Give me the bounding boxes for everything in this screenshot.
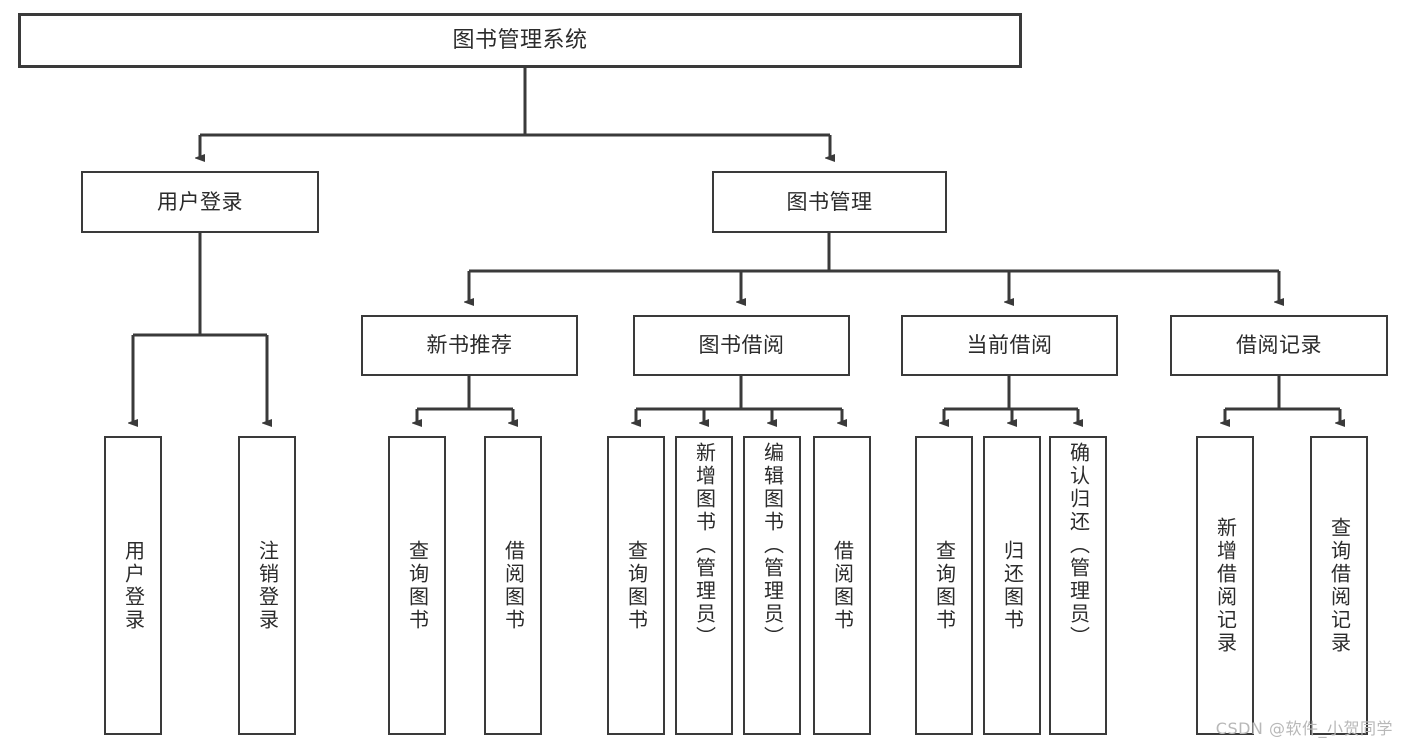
node-label: 借阅图书 bbox=[830, 539, 855, 632]
node-label: 图书管理系统 bbox=[452, 27, 588, 53]
node-user-login[interactable]: 用户登录 bbox=[81, 171, 319, 233]
node-label: 注销登录 bbox=[255, 539, 280, 632]
node-label: 用户登录 bbox=[121, 539, 146, 632]
node-label: 新增借阅记录 bbox=[1213, 516, 1238, 655]
node-label: 确认归还（管理员） bbox=[1066, 442, 1091, 649]
leaf-query-book-current[interactable]: 查询图书 bbox=[915, 436, 973, 735]
node-book-management[interactable]: 图书管理 bbox=[712, 171, 947, 233]
leaf-confirm-return-admin[interactable]: 确认归还（管理员） bbox=[1049, 436, 1107, 735]
node-label: 查询图书 bbox=[405, 539, 430, 632]
leaf-return-book[interactable]: 归还图书 bbox=[983, 436, 1041, 735]
node-label: 查询借阅记录 bbox=[1327, 516, 1352, 655]
node-label: 借阅记录 bbox=[1236, 333, 1322, 358]
node-label: 图书借阅 bbox=[698, 333, 785, 358]
node-label: 新增图书（管理员） bbox=[692, 442, 717, 649]
leaf-query-book-borrowing[interactable]: 查询图书 bbox=[607, 436, 665, 735]
node-label: 编辑图书（管理员） bbox=[760, 442, 785, 649]
node-label: 借阅图书 bbox=[501, 539, 526, 632]
node-label: 当前借阅 bbox=[966, 333, 1053, 358]
leaf-borrow-book-recommendation[interactable]: 借阅图书 bbox=[484, 436, 542, 735]
node-borrowing-record[interactable]: 借阅记录 bbox=[1170, 315, 1388, 376]
node-label: 归还图书 bbox=[1000, 539, 1025, 632]
leaf-edit-book-admin[interactable]: 编辑图书（管理员） bbox=[743, 436, 801, 735]
leaf-borrow-book[interactable]: 借阅图书 bbox=[813, 436, 871, 735]
leaf-add-borrow-record[interactable]: 新增借阅记录 bbox=[1196, 436, 1254, 735]
node-label: 查询图书 bbox=[932, 539, 957, 632]
node-label: 图书管理 bbox=[786, 189, 873, 214]
leaf-query-borrow-record[interactable]: 查询借阅记录 bbox=[1310, 436, 1368, 735]
node-book-borrowing[interactable]: 图书借阅 bbox=[633, 315, 850, 376]
leaf-user-login[interactable]: 用户登录 bbox=[104, 436, 162, 735]
node-label: 用户登录 bbox=[157, 189, 243, 214]
leaf-add-book-admin[interactable]: 新增图书（管理员） bbox=[675, 436, 733, 735]
node-new-book-recommendation[interactable]: 新书推荐 bbox=[361, 315, 578, 376]
node-root-system[interactable]: 图书管理系统 bbox=[18, 13, 1022, 68]
leaf-logout[interactable]: 注销登录 bbox=[238, 436, 296, 735]
node-label: 新书推荐 bbox=[426, 333, 513, 358]
csdn-watermark: CSDN @软件_小贺同学 bbox=[1215, 719, 1393, 738]
node-current-borrowing[interactable]: 当前借阅 bbox=[901, 315, 1118, 376]
node-label: 查询图书 bbox=[624, 539, 649, 632]
leaf-query-book-recommendation[interactable]: 查询图书 bbox=[388, 436, 446, 735]
